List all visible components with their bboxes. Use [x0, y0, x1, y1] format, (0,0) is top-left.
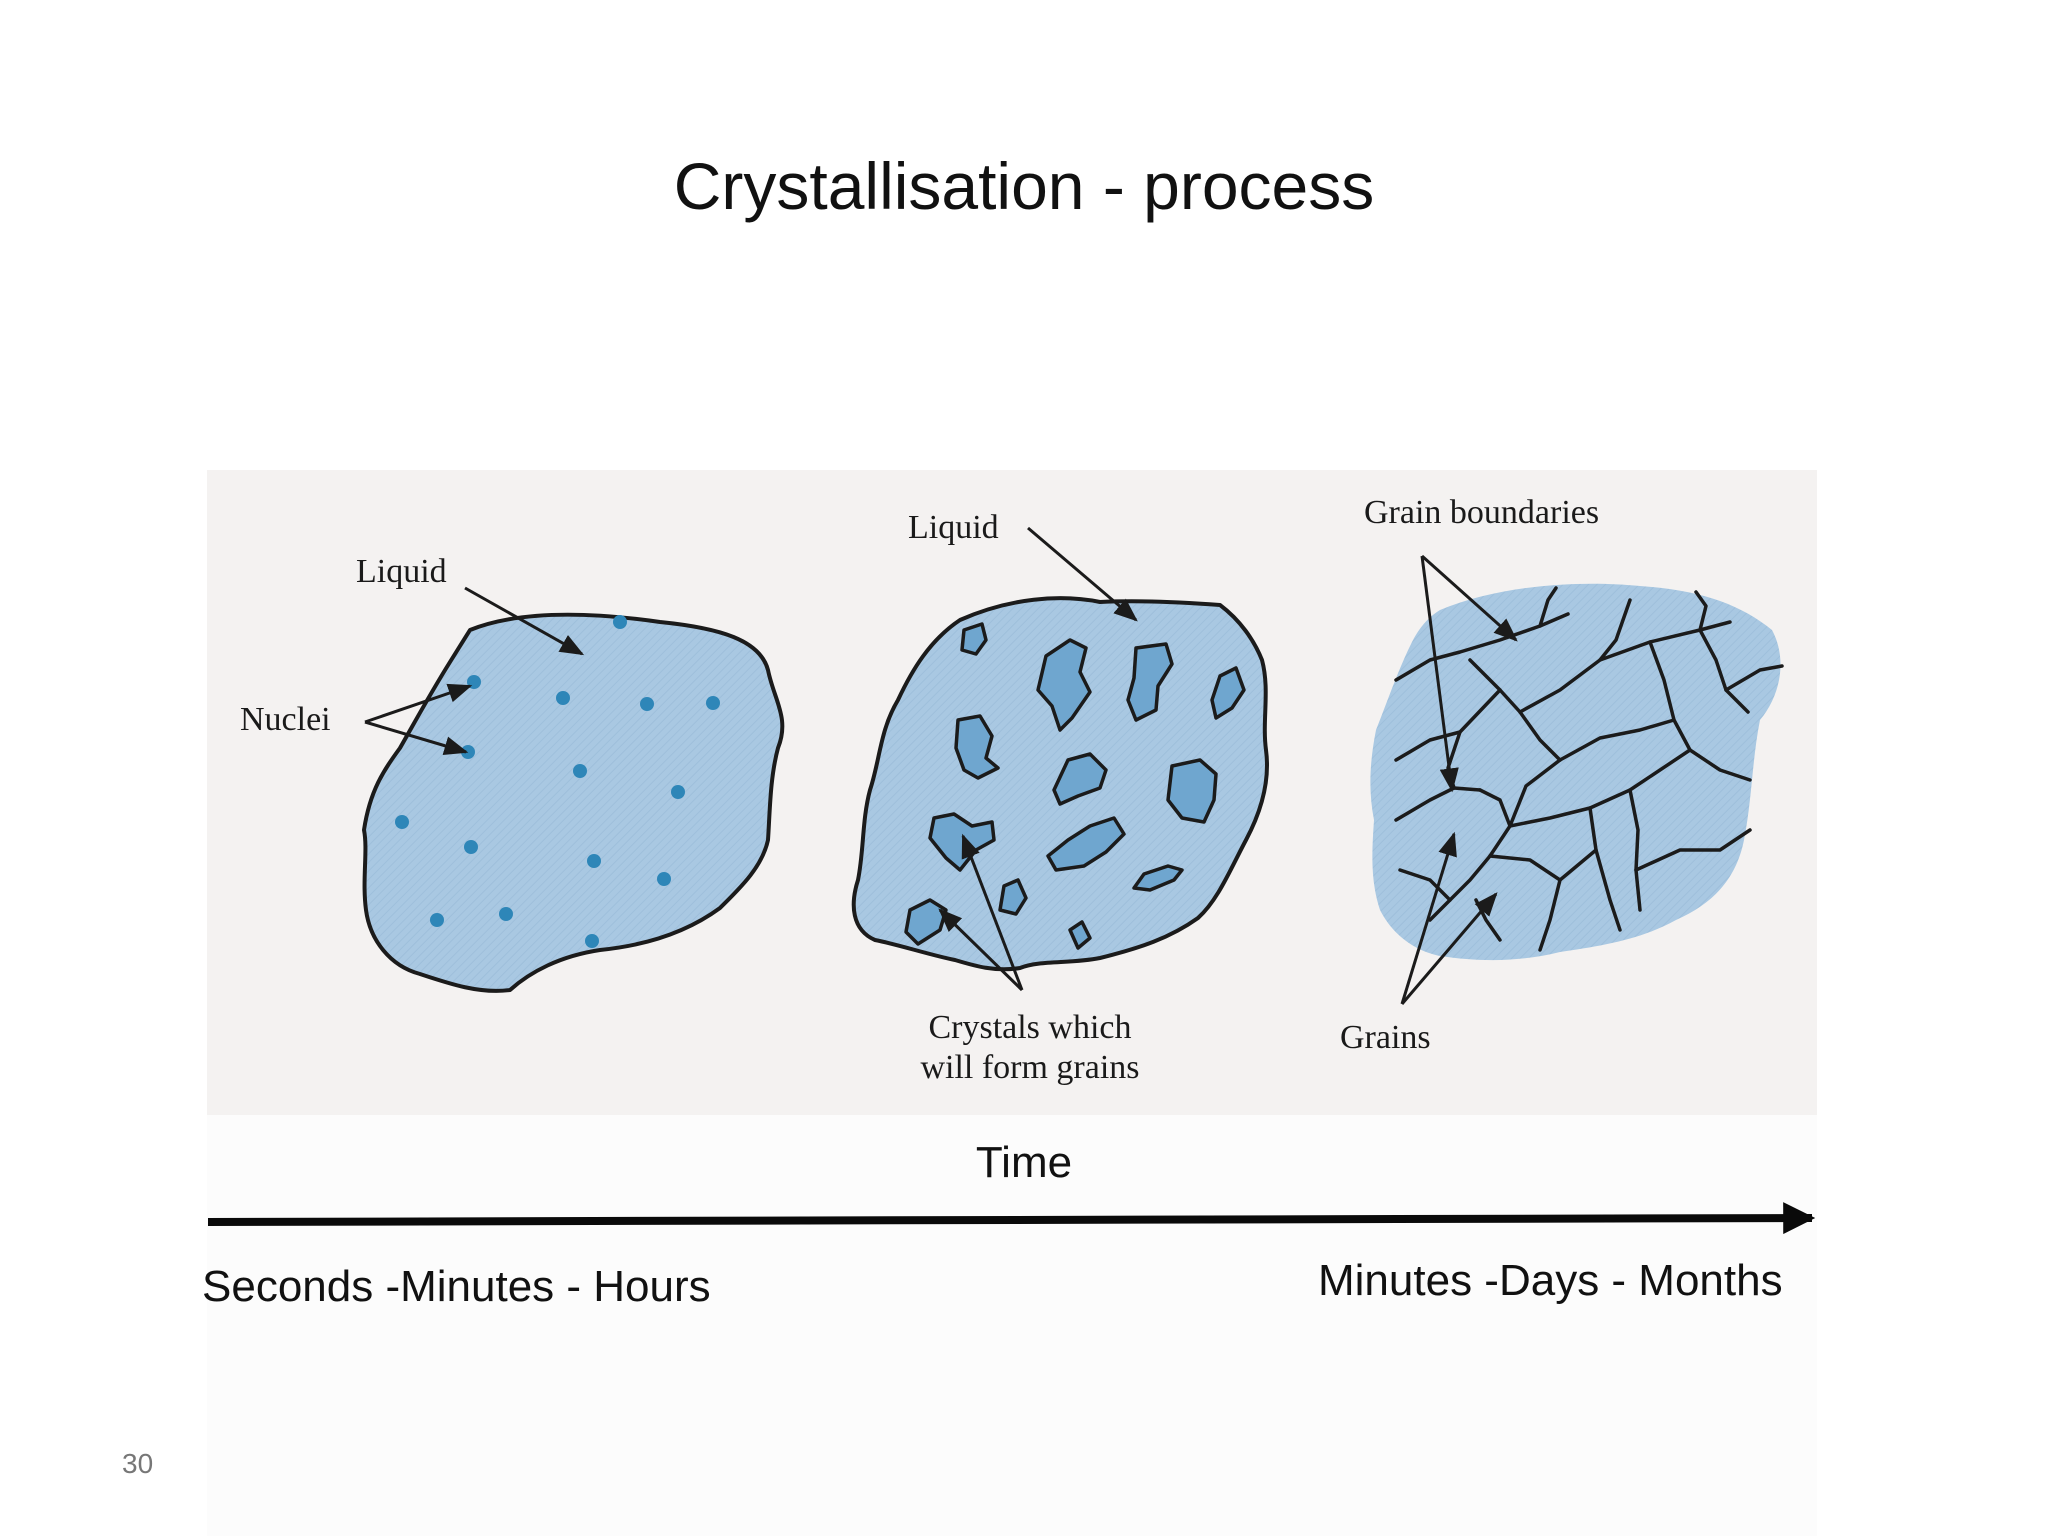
crystal — [1068, 920, 1092, 950]
nuclei-label: Nuclei — [240, 701, 331, 738]
end-time-range-label: Minutes -Days - Months — [1318, 1256, 1783, 1305]
nucleus — [613, 615, 627, 629]
crystal — [1046, 816, 1126, 872]
nuclei-arrow-upper — [364, 683, 473, 724]
grain-boundary — [1394, 612, 1570, 682]
stage1-liquid-with-nuclei: Liquid Nuclei — [240, 553, 785, 993]
nucleus — [640, 697, 654, 711]
crystal — [1210, 666, 1246, 720]
grains-arrow-right — [1400, 892, 1498, 1005]
stage2-crystals-growing: Liquid Crystals which will form grains — [851, 509, 1269, 1086]
crystals-arrow-right — [961, 833, 1024, 991]
grain-boundary — [1598, 620, 1732, 662]
grain-boundary — [1558, 718, 1676, 762]
stage2-liquid-arrow — [1027, 526, 1138, 622]
grain-boundaries — [1394, 586, 1784, 952]
grain-boundary — [1724, 664, 1784, 692]
crystal — [1166, 758, 1218, 824]
nucleus — [706, 696, 720, 710]
boundaries-arrow-right — [1421, 554, 1518, 642]
stage1-liquid-label: Liquid — [356, 553, 447, 590]
crystal — [998, 878, 1028, 916]
stage2-liquid-label: Liquid — [908, 509, 999, 546]
grain-boundaries-label: Grain boundaries — [1364, 494, 1599, 531]
grain-boundary — [1588, 806, 1622, 932]
stage1-liquid-region — [362, 612, 785, 993]
nucleus — [657, 872, 671, 886]
page-number: 30 — [122, 1448, 154, 1479]
grain-boundary — [1538, 586, 1558, 628]
crystal — [960, 622, 988, 656]
boundaries-arrow-left — [1420, 555, 1459, 793]
grain-boundary — [1634, 828, 1752, 872]
nuclei-arrow-lower — [364, 720, 469, 756]
stage3-solid-region — [1370, 583, 1781, 961]
nucleus — [430, 913, 444, 927]
nucleus — [587, 854, 601, 868]
crystal — [1052, 752, 1108, 806]
nuclei-dots — [395, 615, 720, 948]
crystals-label-line2: will form grains — [920, 1049, 1139, 1086]
stage1-liquid-arrow — [464, 586, 585, 656]
grain-boundary — [1394, 786, 1482, 822]
grains-label: Grains — [1340, 1019, 1431, 1056]
nucleus — [671, 785, 685, 799]
grain-boundary — [1628, 788, 1642, 912]
grain-boundary — [1508, 758, 1562, 828]
grain-boundary — [1538, 878, 1562, 952]
grain-boundary — [1648, 640, 1692, 752]
crystal — [1126, 642, 1174, 722]
nucleus — [464, 840, 478, 854]
grain-boundary — [1398, 868, 1452, 902]
nucleus — [585, 934, 599, 948]
grain-boundary — [1698, 628, 1750, 714]
grain-boundary — [1488, 848, 1598, 882]
crystal-clusters — [904, 622, 1246, 950]
nucleus — [499, 907, 513, 921]
crystals-label-line1: Crystals which — [928, 1009, 1131, 1046]
nucleus — [556, 691, 570, 705]
stage3-grains: Grain boundaries Grains — [1340, 494, 1784, 1056]
crystal — [954, 714, 1000, 780]
nucleus — [395, 815, 409, 829]
start-time-range-label: Seconds -Minutes - Hours — [202, 1262, 711, 1311]
grain-boundary — [1428, 854, 1492, 922]
time-axis-label: Time — [975, 1138, 1073, 1187]
grain-boundary — [1478, 788, 1512, 858]
grains-arrow-left — [1400, 831, 1457, 1005]
crystal — [1036, 638, 1092, 732]
nucleus — [573, 764, 587, 778]
crystal — [1132, 864, 1184, 892]
grain-boundary — [1694, 590, 1708, 632]
crystals-arrow-left — [938, 908, 1024, 992]
time-arrow — [207, 1202, 1816, 1235]
grain-boundary — [1688, 748, 1752, 782]
lower-background — [207, 1115, 1817, 1536]
slide-title: Crystallisation - process — [673, 149, 1375, 223]
